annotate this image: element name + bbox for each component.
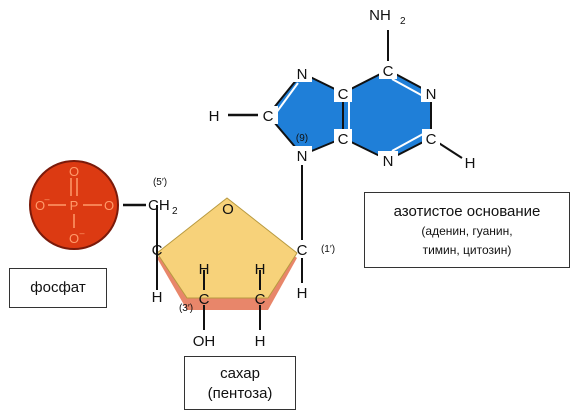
h-c2-prime-top: H: [255, 261, 266, 278]
base-label: азотистое основание: [393, 203, 541, 220]
sugar-sublabel: (пентоза): [207, 385, 273, 402]
h-c1-prime: H: [297, 285, 308, 302]
phosphate-o-top: O: [69, 164, 79, 179]
h-c4-prime: H: [152, 289, 163, 306]
atom-n1: N: [426, 86, 437, 103]
pentose-ring: [156, 197, 298, 299]
atom-c6: C: [383, 63, 394, 80]
phosphate-group: O P O – O O –: [29, 160, 146, 250]
ring-oxygen: O: [222, 201, 234, 218]
position-3-prime-label: (3′): [179, 303, 193, 314]
phosphate-label: фосфат: [30, 279, 86, 296]
atom-c3-prime: C: [199, 291, 210, 308]
position-9-label: (9): [296, 133, 308, 144]
atom-c8: C: [263, 108, 274, 125]
amino-subscript: 2: [400, 16, 406, 27]
amino-group: NH: [369, 7, 391, 24]
atom-c5: C: [338, 86, 349, 103]
atom-h2: H: [465, 155, 476, 172]
atom-h8: H: [209, 108, 220, 125]
hydroxyl-group: OH: [193, 333, 216, 350]
ch2-subscript: 2: [172, 206, 178, 217]
h-c3-prime: H: [199, 261, 210, 278]
phosphorus-atom: P: [70, 198, 79, 213]
sugar-label: сахар: [220, 365, 260, 382]
atom-c4-prime: C: [152, 242, 163, 259]
atom-n9: N: [297, 148, 308, 165]
phosphate-o-bottom: O: [69, 231, 79, 246]
base-examples-line2: тимин, цитозин): [422, 243, 512, 257]
nitrogenous-base: N C N C C C N C N H H NH 2 (9): [209, 7, 476, 240]
ch2-group: CH: [148, 197, 170, 214]
phosphate-o-right: O: [104, 198, 114, 213]
charge-left: –: [44, 194, 49, 204]
position-1-prime-label: (1′): [321, 244, 335, 255]
position-5-prime-label: (5′): [153, 177, 167, 188]
base-label-box: азотистое основание (аденин, гуанин, тим…: [364, 192, 570, 268]
atom-c2: C: [426, 131, 437, 148]
charge-bottom: –: [79, 228, 84, 238]
atom-c4: C: [338, 131, 349, 148]
phosphate-label-box: фосфат: [9, 268, 107, 308]
atom-n3: N: [383, 153, 394, 170]
atom-c1-prime: C: [297, 242, 308, 259]
phosphate-circle: [29, 160, 119, 250]
pyrimidine-ring: [342, 69, 432, 161]
phosphate-o-left: O: [35, 198, 45, 213]
h-c2-prime-bottom: H: [255, 333, 266, 350]
base-examples-line1: (аденин, гуанин,: [421, 224, 513, 238]
atom-n7: N: [297, 66, 308, 83]
sugar-label-box: сахар (пентоза): [184, 356, 296, 410]
sugar-pentose: O C C C C H H H H H OH (1′) (3′) (5′) CH…: [148, 177, 335, 350]
atom-c2-prime: C: [255, 291, 266, 308]
